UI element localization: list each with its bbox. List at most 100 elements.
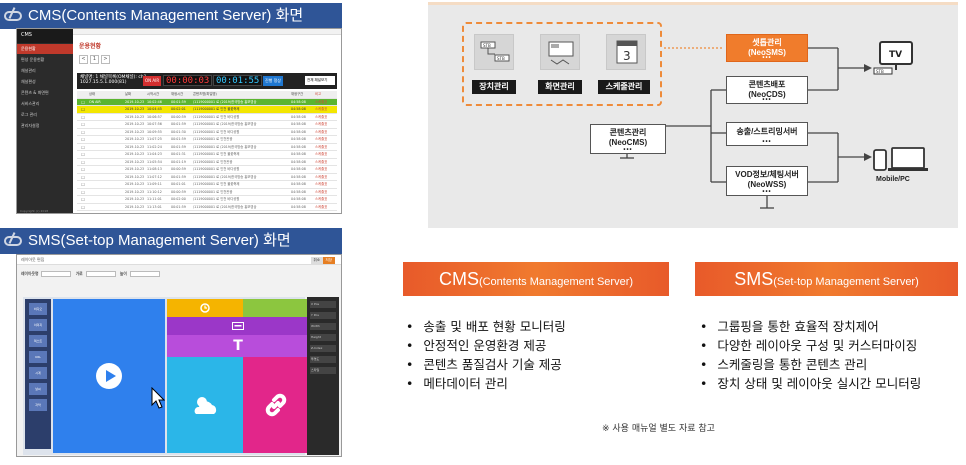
prop-y[interactable]: Y Pos [310, 312, 336, 319]
table-cell: 스케줄표 [315, 174, 328, 179]
text-zone[interactable]: T [167, 335, 309, 357]
width-input[interactable] [85, 271, 116, 277]
tool-clock-button[interactable]: 시계 [29, 367, 47, 379]
green-zone[interactable] [243, 299, 309, 317]
prop-width[interactable]: Width [310, 323, 336, 330]
row-checkbox[interactable]: ☐ [81, 182, 85, 187]
list-item: 메타데이터 관리 [406, 374, 566, 393]
table-cell [89, 129, 125, 136]
node-neowss[interactable]: VOD정보/체팅서버 (NeoWSS) ••• [726, 166, 808, 196]
prop-height[interactable]: Height [310, 334, 336, 341]
node-neosms[interactable]: 셋톱관리 (NeoSMS) ••• [726, 34, 808, 62]
sms-screenshot: 레이아웃 편집 취소 저장 레이아웃명 가로 높이 비디오 이미지 텍스트 UR… [16, 254, 342, 457]
height-input[interactable] [129, 271, 160, 277]
list-item: 그룹핑을 통한 효율적 장치제어 [700, 317, 921, 336]
row-checkbox[interactable]: ☐ [81, 144, 85, 150]
row-checkbox[interactable]: ☐ [81, 197, 85, 202]
row-checkbox[interactable]: ☐ [81, 152, 85, 157]
tool-url-button[interactable]: URL [29, 351, 47, 363]
node-neocms[interactable]: 콘텐츠관리 (NeoCMS) ••• [590, 124, 666, 154]
video-zone[interactable] [53, 299, 165, 453]
table-header-cell: 상태 [89, 92, 96, 96]
pager-next-button[interactable]: > [101, 55, 110, 64]
table-cell: 00:01:01 [171, 182, 186, 186]
sidebar-item-schedule-status[interactable]: 편성 운용현황 [21, 57, 45, 62]
row-checkbox[interactable]: ☐ [81, 159, 85, 165]
architecture-diagram [428, 2, 958, 228]
table-cell [89, 136, 125, 143]
weather-zone[interactable] [167, 357, 243, 453]
table-cell: 04:58:08 [291, 122, 306, 126]
tool-image-button[interactable]: 이미지 [29, 319, 47, 331]
table-cell: 00:00:59 [171, 189, 186, 194]
row-checkbox[interactable]: ☐ [81, 174, 85, 180]
table-cell: 11:13:01 [147, 204, 162, 209]
sidebar-item-channel-schedule[interactable]: 채널편성 [21, 79, 36, 84]
channel-select[interactable]: 전체 채널보기 [305, 76, 335, 85]
prop-opacity[interactable]: 투명도 [310, 356, 336, 363]
sidebar-item-log[interactable]: 로그 관리 [21, 112, 37, 117]
node-streaming[interactable]: 송출/스트리밍서버 ••• [726, 122, 808, 146]
row-checkbox[interactable]: ☐ [81, 99, 85, 105]
table-cell: 04:58:08 [291, 197, 306, 201]
tool-weather-button[interactable]: 날씨 [29, 383, 47, 395]
row-checkbox[interactable]: ☐ [81, 122, 85, 127]
table-cell: 2019-10-23 [125, 107, 145, 111]
tool-text-button[interactable]: 텍스트 [29, 335, 47, 347]
tool-video-button[interactable]: 비디오 [29, 303, 47, 315]
save-button[interactable]: 저장 [322, 257, 335, 264]
prop-style[interactable]: 스타일 [310, 367, 336, 374]
row-checkbox[interactable]: ☐ [81, 107, 85, 112]
sidebar-item-channel[interactable]: 채널관리 [21, 68, 36, 73]
sidebar-item-service[interactable]: 서비스관리 [21, 101, 40, 106]
row-checkbox[interactable]: ☐ [81, 114, 85, 120]
tool-caption-button[interactable]: 자막 [29, 399, 47, 411]
cms-sidebar: CMS 운용현황 편성 운용현황 채널관리 채널편성 콘텐츠 & 화면편 서비스… [17, 29, 73, 213]
list-item: 안정적인 운영환경 제공 [406, 336, 566, 355]
layout-name-input[interactable] [41, 271, 72, 277]
clock-zone[interactable] [167, 299, 243, 317]
pager-prev-button[interactable]: < [79, 55, 88, 64]
row-checkbox[interactable]: ☐ [81, 167, 85, 172]
row-checkbox[interactable]: ☐ [81, 189, 85, 195]
table-header-cell: 비고 [315, 92, 322, 96]
row-checkbox[interactable]: ☐ [81, 129, 85, 135]
link-zone[interactable] [243, 357, 309, 453]
table-cell: /1119000001 로 인천 불꽃축제 [193, 107, 240, 111]
cancel-button[interactable]: 취소 [310, 257, 323, 264]
prop-x[interactable]: X Pos [310, 301, 336, 308]
sidebar-item-contents[interactable]: 콘텐츠 & 화면편 [21, 90, 49, 95]
caption-zone[interactable] [167, 317, 309, 335]
row-checkbox[interactable]: ☐ [81, 204, 85, 210]
table-cell: 04:58:08 [291, 159, 306, 164]
table-cell: 11:07:12 [147, 174, 162, 179]
sidebar-item-admin[interactable]: 관리자설정 [21, 123, 40, 128]
table-cell [89, 121, 125, 128]
node-neocds[interactable]: 콘텐츠배포 (NeoCDS) ••• [726, 76, 808, 104]
list-item: 다양한 레이아웃 구성 및 커스터마이징 [700, 336, 921, 355]
row-checkbox[interactable]: ☐ [81, 137, 85, 142]
prop-zindex[interactable]: Z-Index [310, 345, 336, 352]
sidebar-item-status[interactable]: 운용현황 [17, 44, 73, 54]
pager-page-button[interactable]: 1 [90, 55, 99, 64]
table-cell: /1119000001 로 인천관광 [193, 189, 233, 194]
weather-icon [194, 397, 217, 414]
group-label-device: 장치관리 [472, 80, 516, 94]
